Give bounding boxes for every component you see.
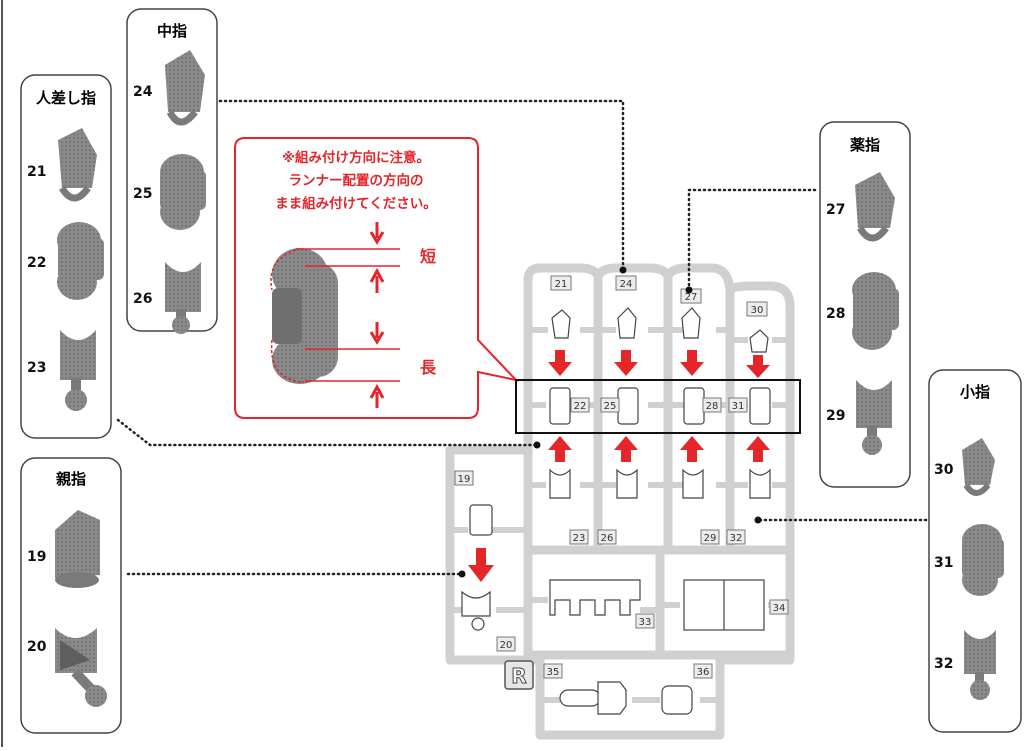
tag-25: 25 [604,401,617,412]
finger-tip-part-24 [165,50,205,126]
part-number-32: 32 [934,656,953,672]
tag-22: 22 [574,401,587,412]
finger-base-part-29 [856,380,892,455]
panel-little-finger: 小指 30 31 32 [928,369,1022,733]
part-number-19: 19 [27,549,46,565]
panel-middle-finger: 中指 24 25 26 [126,8,218,334]
tag-20: 20 [500,640,513,651]
finger-base-part-26 [165,262,201,334]
parts-runner [445,263,795,740]
tag-35: 35 [547,667,560,678]
part-number-30: 30 [934,462,954,478]
long-label: 長 [420,358,437,377]
tag-31: 31 [732,401,745,412]
panel-index-finger: 人差し指 21 22 23 [20,74,112,439]
red-assembly-arrows [468,350,770,582]
runner-letter: R [511,664,526,688]
part-number-28: 28 [826,306,845,322]
part-number-20: 20 [27,639,47,655]
finger-joint-part-22 [57,222,104,300]
runner-tags: 21 24 27 30 22 25 28 31 23 26 29 32 19 2… [454,275,789,679]
panel-title-index: 人差し指 [36,89,96,107]
part-number-24: 24 [133,84,153,100]
callout-line-1: ※組み付け方向に注意。 [282,149,430,166]
part-number-29: 29 [826,408,845,424]
panel-title-thumb: 親指 [56,470,86,488]
thumb-base-part-20 [55,628,107,707]
leader-dots [458,266,762,578]
short-label: 短 [420,247,436,266]
panel-title-middle: 中指 [157,22,187,40]
finger-tip-part-30 [962,438,995,496]
tag-29: 29 [704,533,717,544]
callout-line-3: まま組み付けてください。 [275,195,437,212]
part-number-23: 23 [27,360,46,376]
finger-tip-part-27 [855,172,895,242]
finger-joint-part-28 [852,272,899,350]
part-number-22: 22 [27,255,46,271]
joint-highlight-box [515,379,801,434]
part-number-31: 31 [934,555,953,571]
finger-joint-part-25 [160,154,206,230]
panel-ring-finger: 薬指 27 28 29 [819,121,911,488]
tag-26: 26 [601,533,614,544]
tag-33: 33 [639,617,652,628]
tag-27: 27 [685,292,698,303]
finger-joint-part-31 [962,524,1004,596]
finger-tip-part-21 [58,128,97,202]
tag-30: 30 [751,305,764,316]
orientation-callout: ※組み付け方向に注意。 ランナー配置の方向の まま組み付けてください。 短 長 [234,137,519,419]
short-arrows [369,222,385,293]
part-number-21: 21 [27,164,46,180]
panel-title-ring: 薬指 [849,136,880,154]
long-arrows [369,322,385,408]
callout-line-2: ランナー配置の方向の [289,172,424,189]
tag-19: 19 [458,474,471,485]
tag-32: 32 [730,533,743,544]
leader-lines [116,99,930,576]
part-number-27: 27 [826,202,845,218]
tag-21: 21 [555,279,568,290]
tag-34: 34 [773,603,786,614]
panel-title-little: 小指 [960,383,990,401]
runner-parts [461,307,771,715]
joint-part-enlarged [270,248,338,384]
part-number-25: 25 [133,186,152,202]
tag-36: 36 [697,667,710,678]
tag-23: 23 [573,533,586,544]
thumb-tip-part-19 [55,510,100,588]
tag-24: 24 [620,279,633,290]
part-number-26: 26 [133,291,152,307]
finger-base-part-32 [964,630,996,700]
panel-thumb: 親指 19 20 [20,457,122,734]
tag-28: 28 [706,401,719,412]
finger-base-part-23 [60,330,96,411]
